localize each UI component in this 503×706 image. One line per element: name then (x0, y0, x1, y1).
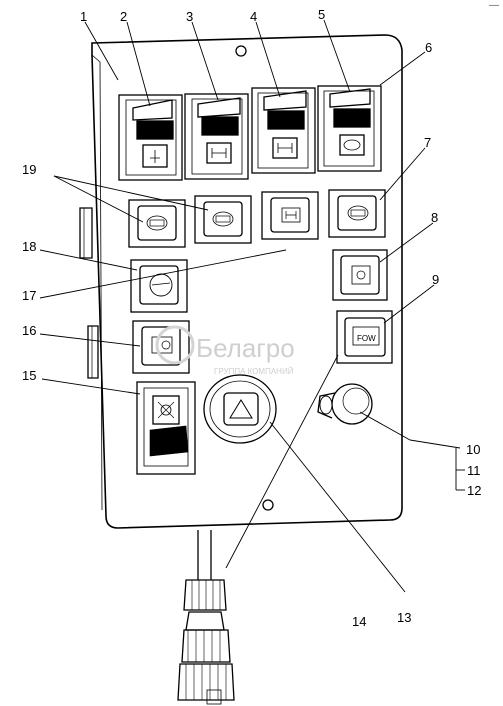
callout-11: 11 (467, 463, 481, 478)
mount-hole-bottom (262, 499, 274, 511)
rocker-switch-15[interactable] (136, 381, 196, 475)
callout-3: 3 (186, 9, 193, 24)
callout-9: 9 (432, 272, 439, 287)
cab-light-icon (142, 144, 168, 168)
watermark: Белагро ГРУППА КОМПАНИЙ (155, 325, 295, 376)
callout-13: 13 (397, 610, 411, 625)
fow-label: FOW (357, 334, 376, 343)
switch-16[interactable] (132, 320, 190, 374)
callout-19: 19 (22, 162, 36, 177)
callout-15: 15 (22, 368, 36, 383)
callout-18: 18 (22, 239, 36, 254)
headlight-icon (151, 336, 173, 354)
switch-18[interactable] (130, 259, 188, 313)
callout-7: 7 (424, 135, 431, 150)
watermark-main: Белагро (196, 333, 295, 363)
switch-8[interactable] (332, 249, 388, 301)
corner-mark: — (489, 0, 499, 11)
callout-12: 12 (467, 483, 481, 498)
rocker-switch-3[interactable] (184, 93, 249, 180)
push-button[interactable] (317, 383, 373, 425)
callout-2: 2 (120, 9, 127, 24)
callout-8: 8 (431, 210, 438, 225)
rear-axle-icon (272, 137, 298, 159)
switch-19b[interactable] (194, 195, 252, 244)
switch-19a[interactable] (128, 199, 186, 248)
warning-triangle-icon (229, 399, 253, 419)
switch-7[interactable] (328, 189, 386, 238)
callout-14: 14 (352, 614, 366, 629)
beacon-icon (152, 395, 180, 425)
rocker-window (201, 116, 239, 136)
callout-6: 6 (425, 40, 432, 55)
panel-body (91, 34, 403, 529)
callout-5: 5 (318, 7, 325, 22)
side-bracket-lower (87, 325, 99, 379)
watermark-sub: ГРУППА КОМПАНИЙ (214, 367, 294, 376)
callout-labels: 1 2 3 4 5 6 7 8 9 10 11 12 13 14 15 16 1… (22, 7, 481, 629)
front-axle-icon (206, 142, 232, 164)
callout-4: 4 (250, 9, 257, 24)
diff-lock-icon (339, 134, 365, 156)
leader-lines (39, 19, 465, 593)
rocker-switch-5[interactable] (317, 85, 382, 172)
switch-9[interactable] (336, 310, 393, 364)
side-bracket-upper (79, 207, 93, 259)
rocker-switch-2[interactable] (118, 94, 183, 181)
mount-hole-top (235, 45, 247, 57)
callout-17: 17 (22, 288, 36, 303)
hazard-switch[interactable] (203, 374, 277, 444)
cable-connector (177, 530, 235, 705)
rocker-window (267, 110, 305, 130)
rocker-switch-4[interactable] (251, 87, 316, 174)
callout-1: 1 (80, 9, 87, 24)
callout-16: 16 (22, 323, 36, 338)
rocker-window (136, 120, 174, 140)
callout-10: 10 (466, 442, 480, 457)
rocker-window (333, 108, 371, 128)
switch-front-axle-small[interactable] (261, 191, 319, 240)
